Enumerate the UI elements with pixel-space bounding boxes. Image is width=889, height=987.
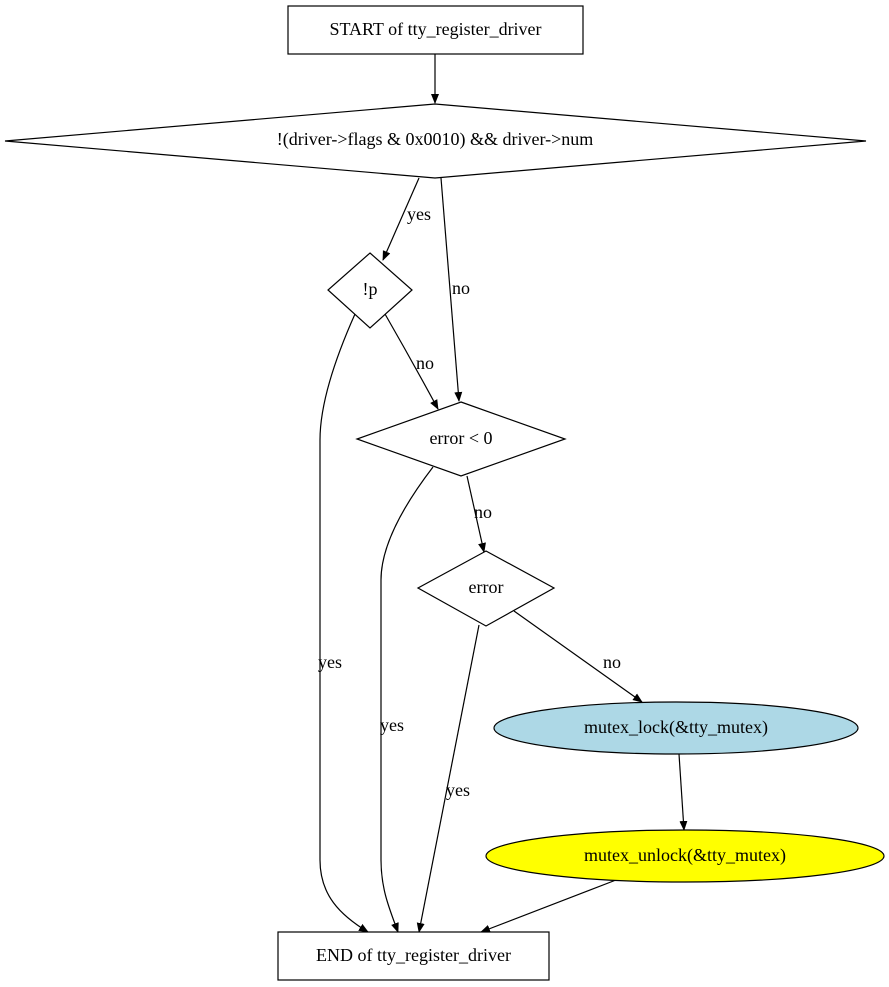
edge-flags-yes-to-p bbox=[382, 177, 420, 261]
node-mutex-lock: mutex_lock(&tty_mutex) bbox=[493, 701, 859, 755]
edge-error-no-to-lock bbox=[513, 610, 643, 703]
node-cond-flags: !(driver->flags & 0x0010) && driver->num bbox=[4, 103, 867, 179]
edge-label-p-no: no bbox=[416, 353, 434, 373]
edge-label-error-no: no bbox=[603, 652, 621, 672]
edge-p-yes-to-end bbox=[319, 313, 369, 933]
node-cond-flags-diamond bbox=[4, 103, 867, 179]
node-end-label: END of tty_register_driver bbox=[316, 945, 511, 965]
edge-unlock-to-end bbox=[480, 879, 617, 933]
node-cond-p-diamond bbox=[327, 252, 413, 329]
node-cond-error-label: error bbox=[469, 577, 504, 597]
node-mutex-unlock-ellipse bbox=[485, 829, 885, 883]
node-mutex-unlock-label: mutex_unlock(&tty_mutex) bbox=[584, 845, 786, 866]
edge-labels: yes no no yes no yes no yes bbox=[318, 204, 621, 800]
edge-label-flags-no: no bbox=[452, 278, 470, 298]
edges bbox=[319, 54, 688, 933]
node-cond-error-lt0-diamond bbox=[355, 401, 567, 477]
edge-label-errlt0-no: no bbox=[474, 502, 492, 522]
node-cond-error-diamond bbox=[416, 550, 556, 627]
edge-label-flags-yes: yes bbox=[407, 204, 431, 224]
edge-label-error-yes: yes bbox=[446, 780, 470, 800]
node-cond-error: error bbox=[416, 550, 556, 627]
edge-flags-no-to-errlt0 bbox=[440, 177, 463, 402]
node-cond-error-lt0-label: error < 0 bbox=[429, 428, 492, 448]
node-end: END of tty_register_driver bbox=[277, 931, 550, 981]
edge-label-errlt0-yes: yes bbox=[380, 715, 404, 735]
node-start: START of tty_register_driver bbox=[287, 5, 584, 55]
node-mutex-lock-label: mutex_lock(&tty_mutex) bbox=[584, 717, 768, 738]
node-mutex-lock-ellipse bbox=[493, 701, 859, 755]
node-cond-p-label: !p bbox=[363, 279, 378, 299]
node-cond-flags-label: !(driver->flags & 0x0010) && driver->num bbox=[277, 129, 594, 150]
edge-errlt0-yes-to-end bbox=[380, 466, 434, 933]
node-start-label: START of tty_register_driver bbox=[329, 19, 541, 39]
node-end-box bbox=[277, 931, 550, 981]
edge-lock-to-unlock bbox=[678, 753, 688, 831]
edge-label-p-yes: yes bbox=[318, 652, 342, 672]
node-start-box bbox=[287, 5, 584, 55]
edge-p-no-to-errlt0 bbox=[384, 313, 439, 410]
node-mutex-unlock: mutex_unlock(&tty_mutex) bbox=[485, 829, 885, 883]
edge-errlt0-no-to-error bbox=[466, 475, 486, 553]
edge-error-yes-to-end bbox=[416, 624, 480, 933]
node-cond-error-lt0: error < 0 bbox=[355, 401, 567, 477]
node-cond-p: !p bbox=[327, 252, 413, 329]
